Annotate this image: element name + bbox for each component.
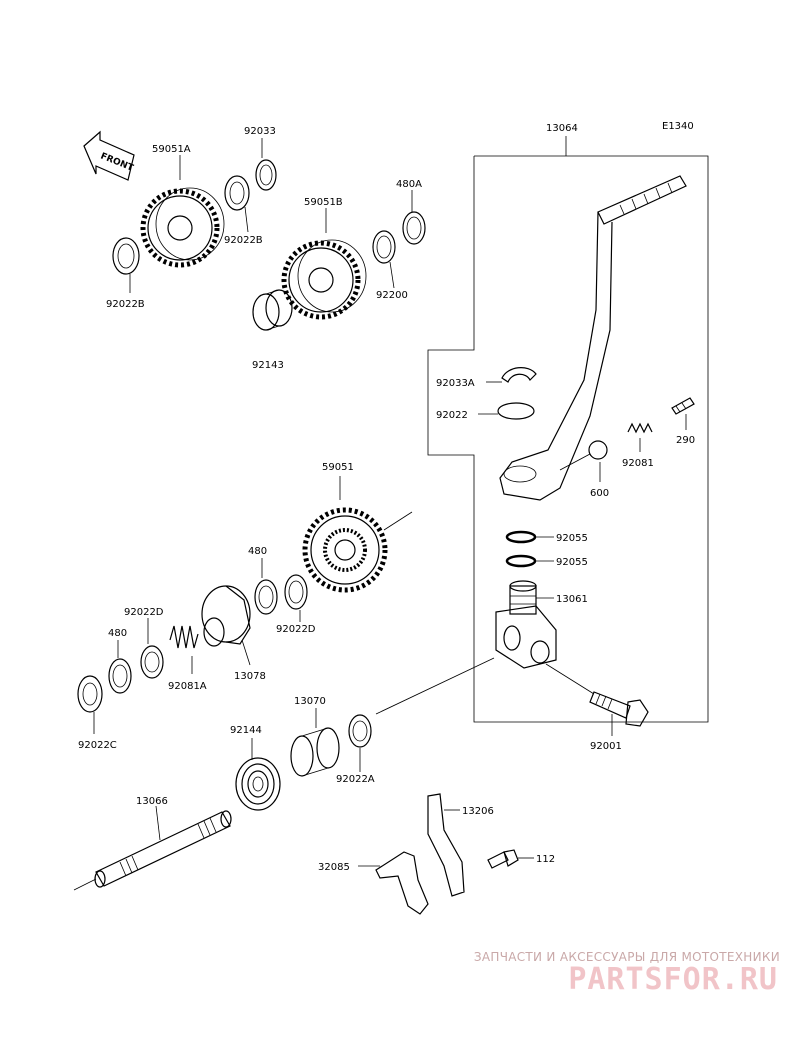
diagram-code: E1340 [662,121,694,132]
washer-92022D-left [140,645,164,679]
label-13078: 13078 [234,671,266,682]
guide-plate-13206 [427,793,465,897]
label-13066: 13066 [136,796,168,807]
spring-92144 [235,757,281,811]
label-92055-upper: 92055 [556,533,588,544]
label-480A: 480A [396,179,422,190]
ball-600 [588,440,608,460]
label-13064: 13064 [546,123,578,134]
label-92022: 92022 [436,410,468,421]
o-ring-92055-upper [505,530,537,544]
label-92022B-left: 92022B [106,299,145,310]
washer-92022A [348,714,372,748]
label-59051B: 59051B [304,197,343,208]
label-92022C: 92022C [78,740,117,751]
label-92022A: 92022A [336,774,375,785]
label-600: 600 [590,488,609,499]
washer-92022D-right [284,574,308,610]
label-13061: 13061 [556,594,588,605]
kickstart-shaft-13066 [73,810,232,891]
o-ring-92055-lower [505,554,537,568]
kick-pedal-lever [499,175,687,501]
label-480-upper: 480 [248,546,267,557]
washer-92022B-left [112,237,140,275]
label-92081A: 92081A [168,681,207,692]
ratchet-13078 [201,585,251,647]
bolt-112 [487,849,519,869]
washer-92022C [77,675,103,713]
label-92001: 92001 [590,741,622,752]
label-92144: 92144 [230,725,262,736]
gear-59051A [140,187,225,268]
label-92022D-left: 92022D [124,607,164,618]
washer-92022B-upper [224,175,250,211]
gear-59051 [302,507,388,593]
watermark-tagline: ЗАПЧАСТИ И АКСЕССУАРЫ ДЛЯ МОТОТЕХНИКИ [473,950,780,964]
label-32085: 32085 [318,862,350,873]
label-92022D-right: 92022D [276,624,316,635]
label-92143: 92143 [252,360,284,371]
circlip-92033 [255,159,277,191]
label-92055-lower: 92055 [556,557,588,568]
label-290: 290 [676,435,695,446]
washer-92022 [497,402,535,420]
label-112: 112 [536,854,555,865]
label-59051A: 59051A [152,144,191,155]
label-92022B-upper: 92022B [224,235,263,246]
label-59051: 59051 [322,462,354,473]
label-92033A: 92033A [436,378,475,389]
label-13070: 13070 [294,696,326,707]
circlip-92033A [501,367,537,383]
label-92033: 92033 [244,126,276,137]
washer-92200 [372,230,396,264]
spring-290 [671,397,695,415]
sleeve-13070 [290,727,340,777]
spring-92081A [169,625,199,649]
label-480-lower: 480 [108,628,127,639]
front-arrow-icon: FRONT [83,130,135,181]
group-bracket-13064 [427,136,709,723]
watermark-logo: PARTSFOR.RU [568,962,778,997]
spring-92081 [627,422,653,434]
label-13206: 13206 [462,806,494,817]
label-92200: 92200 [376,290,408,301]
washer-480A [402,211,426,245]
clamp-13061 [495,580,557,669]
stopper-32085 [375,851,429,915]
washer-480-upper [254,579,278,615]
bolt-92001 [589,691,649,727]
collar-92143 [252,289,293,331]
label-92081: 92081 [622,458,654,469]
gear-59051B [281,239,367,320]
washer-480-lower [108,658,132,694]
